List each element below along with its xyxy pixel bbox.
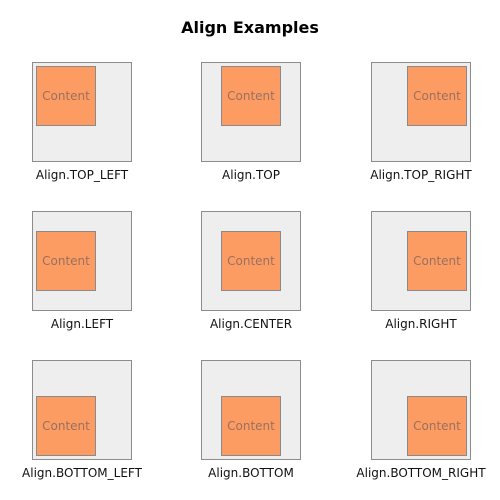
align-label: Align.BOTTOM_LEFT (22, 466, 142, 480)
content-box: Content (221, 66, 281, 126)
align-container: Content (371, 62, 471, 162)
align-container: Content (371, 360, 471, 460)
align-label: Align.LEFT (50, 317, 114, 331)
align-label: Align.CENTER (209, 317, 293, 331)
align-container: Content (201, 360, 301, 460)
content-box: Content (36, 231, 96, 291)
content-box: Content (221, 396, 281, 456)
align-container: Content (201, 62, 301, 162)
page-title: Align Examples (181, 18, 319, 37)
align-container: Content (201, 211, 301, 311)
content-box: Content (407, 66, 467, 126)
content-box: Content (407, 231, 467, 291)
align-container: Content (32, 360, 132, 460)
align-container: Content (32, 62, 132, 162)
content-box: Content (407, 396, 467, 456)
align-container: Content (371, 211, 471, 311)
content-box: Content (36, 396, 96, 456)
align-container: Content (32, 211, 132, 311)
align-label: Align.TOP_RIGHT (370, 168, 472, 182)
align-label: Align.BOTTOM (208, 466, 294, 480)
align-label: Align.TOP (222, 168, 280, 182)
align-label: Align.RIGHT (385, 317, 457, 331)
content-box: Content (36, 66, 96, 126)
content-box: Content (221, 231, 281, 291)
align-label: Align.TOP_LEFT (35, 168, 129, 182)
align-label: Align.BOTTOM_RIGHT (356, 466, 486, 480)
